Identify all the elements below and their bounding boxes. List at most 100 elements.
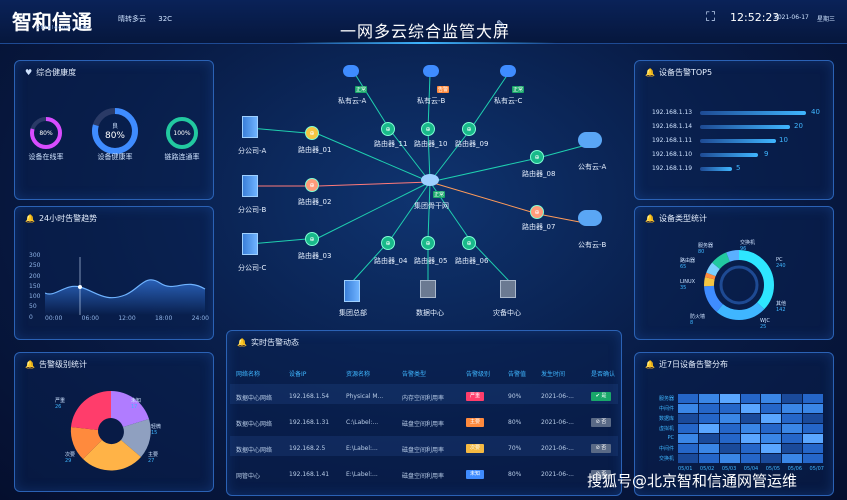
table-row[interactable] <box>230 436 618 456</box>
ack-button[interactable]: ⊘ 否 <box>591 444 611 453</box>
cell-value: 80% <box>508 419 522 426</box>
heatmap-cell <box>803 454 823 463</box>
level-badge: 主要 <box>466 418 484 427</box>
heatmap-cell <box>719 444 740 453</box>
router-11-label: 路由器_11 <box>374 140 408 148</box>
branch-b-label: 分公司-B <box>238 206 267 214</box>
online-ring-value: 80% <box>39 130 53 137</box>
core-network-icon[interactable] <box>421 174 439 186</box>
router-02-icon[interactable]: ⊕ <box>305 178 319 192</box>
table-row[interactable] <box>230 384 618 404</box>
router-01-icon[interactable]: ⊕ <box>305 126 319 140</box>
level-badge: 未知 <box>466 470 484 479</box>
top5-ip: 192.168.1.19 <box>652 165 693 172</box>
level-badge: 严重 <box>466 392 484 401</box>
router-11-icon[interactable]: ⊕ <box>381 122 395 136</box>
ack-button[interactable]: ✔ 是 <box>591 392 611 401</box>
router-08-icon[interactable]: ⊕ <box>530 150 544 164</box>
router-10-label: 路由器_10 <box>414 140 448 148</box>
heatmap-cell <box>678 454 698 463</box>
col-level: 告警级别 <box>466 371 491 378</box>
heatmap-col-label: 05/07 <box>809 466 824 472</box>
health-title: ♥综合健康度 <box>25 68 77 77</box>
private-cloud-b-icon[interactable] <box>423 65 439 77</box>
router-02-label: 路由器_02 <box>298 198 332 206</box>
ack-button[interactable]: ⊘ 否 <box>591 418 611 427</box>
dr-icon[interactable] <box>500 280 516 298</box>
heatmap-cell <box>740 394 761 403</box>
heatmap-cell <box>740 414 761 423</box>
top5-bar <box>700 139 776 143</box>
cell-resource: Physical M... <box>346 393 384 400</box>
public-cloud-a-label: 公有云-A <box>578 163 607 171</box>
router-07-icon[interactable]: ⊕ <box>530 205 544 219</box>
health-ring-label: 设备健康率 <box>97 153 133 161</box>
heatmap-cell <box>782 434 803 443</box>
public-cloud-b-icon[interactable] <box>578 210 602 226</box>
types-donut <box>704 250 774 320</box>
router-09-icon[interactable]: ⊕ <box>462 122 476 136</box>
heatmap-cell <box>782 394 803 403</box>
branch-c-icon[interactable] <box>242 233 258 255</box>
company-logo-sub: zhtelecom.com <box>37 25 89 31</box>
dc-icon[interactable] <box>420 280 436 298</box>
branch-b-icon[interactable] <box>242 175 258 197</box>
heatmap-cell <box>761 394 782 403</box>
router-10-icon[interactable]: ⊕ <box>421 122 435 136</box>
branch-a-icon[interactable] <box>242 116 258 138</box>
pc-a-label: 私有云-A <box>338 97 367 105</box>
cell-time: 2021-06-... <box>541 393 574 400</box>
heatmap-cell <box>719 414 740 423</box>
top5-panel: 🔔设备告警TOP5 <box>634 60 834 200</box>
heatmap-grid <box>678 394 824 464</box>
edit-icon[interactable]: ✎ <box>496 18 506 31</box>
top5-ip: 192.168.1.11 <box>652 137 693 144</box>
link-ring-label: 链路连通率 <box>164 153 200 161</box>
top5-bar <box>700 125 790 129</box>
events-title: 🔔实时告警动态 <box>237 338 299 347</box>
top5-value: 40 <box>811 108 820 116</box>
heatmap-cell <box>678 404 698 413</box>
heatmap-cell <box>803 394 823 403</box>
heatmap-row-label: 中间件 <box>658 406 674 412</box>
heatmap-cell <box>782 424 803 433</box>
heatmap-cell <box>761 404 782 413</box>
heatmap-cell <box>678 444 698 453</box>
public-cloud-a-icon[interactable] <box>578 132 602 148</box>
top5-bar <box>700 167 732 171</box>
online-ring-label: 设备在线率 <box>28 153 64 161</box>
heatmap-cell <box>803 414 823 423</box>
private-cloud-a-icon[interactable] <box>343 65 359 77</box>
private-cloud-c-icon[interactable] <box>500 65 516 77</box>
fullscreen-icon[interactable]: ⛶ <box>706 10 716 25</box>
bell-icon: 🔔 <box>645 68 655 77</box>
heatmap-cell <box>719 404 740 413</box>
cell-ip: 192.168.1.31 <box>289 419 330 426</box>
router-03-icon[interactable]: ⊕ <box>305 232 319 246</box>
pc-a-status: 正常 <box>355 86 368 93</box>
router-05-icon[interactable]: ⊕ <box>421 236 435 250</box>
cell-value: 70% <box>508 445 522 452</box>
heatmap-cell <box>698 424 719 433</box>
router-06-icon[interactable]: ⊕ <box>462 236 476 250</box>
trend-title: 🔔24小时告警趋势 <box>25 214 98 223</box>
date: 2021-06-17 <box>774 14 809 21</box>
router-04-icon[interactable]: ⊕ <box>381 236 395 250</box>
heatmap-cell <box>803 404 823 413</box>
heatmap-col-label: 05/05 <box>765 466 781 472</box>
hq-icon[interactable] <box>344 280 360 302</box>
level-title: 🔔告警级别统计 <box>25 360 87 369</box>
cell-value: 90% <box>508 393 522 400</box>
top5-bar <box>700 111 806 115</box>
health-ring <box>92 108 138 154</box>
events-panel: 🔔实时告警动态 <box>226 330 622 496</box>
ack-button[interactable]: ⊘ 否 <box>591 470 611 479</box>
top5-value: 10 <box>779 136 788 144</box>
heatmap-row-label: 交换机 <box>658 456 674 462</box>
